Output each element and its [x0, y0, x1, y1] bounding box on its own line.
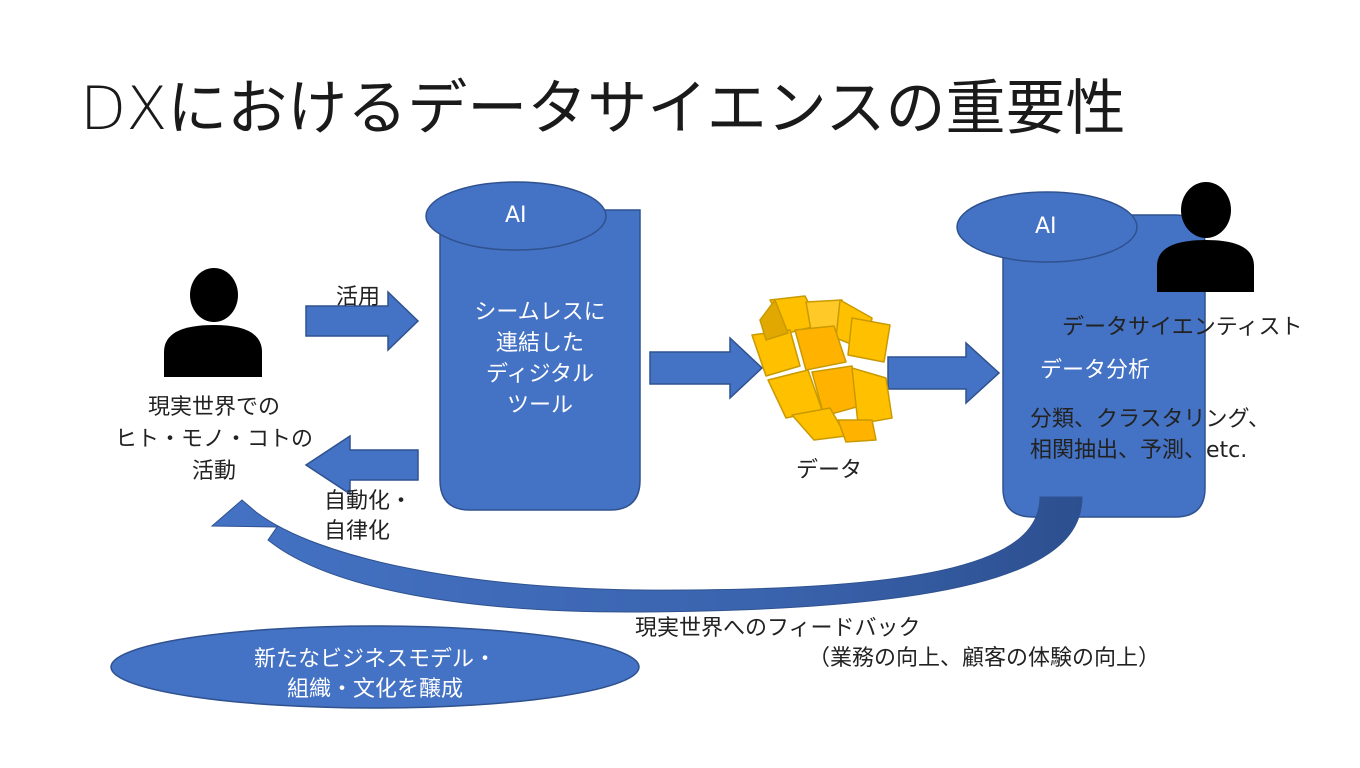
culture-ellipse: [110, 625, 640, 709]
left-actor-line: ヒト・モノ・コトの: [114, 427, 313, 452]
slide-title: DXにおけるデータサイエンスの重要性: [80, 74, 1126, 144]
methods-line: 分類、クラスタリング、: [1030, 407, 1271, 432]
left-actor-line: 活動: [191, 459, 236, 484]
culture-line: 新たなビジネスモデル・: [253, 647, 496, 672]
cylinder-left-body-text: シームレスに 連結した ディジタル ツール: [440, 297, 640, 421]
arrow-to-analysis: [887, 341, 1001, 405]
cylinder-left-line: ツール: [506, 393, 573, 418]
left-actor-line: 現実世界での: [147, 395, 280, 420]
methods-label: 分類、クラスタリング、 相関抽出、予測、etc.: [1030, 404, 1270, 466]
scientist-person-icon: [1157, 182, 1254, 292]
culture-line: 組織・文化を醸成: [286, 677, 463, 702]
cylinder-left-line: 連結した: [495, 331, 584, 356]
culture-text: 新たなビジネスモデル・ 組織・文化を醸成: [111, 645, 639, 705]
analysis-label: データ分析: [1040, 358, 1151, 383]
data-label: データ: [796, 458, 863, 483]
left-person-icon: [164, 268, 262, 377]
feedback-detail-label: （業務の向上、顧客の体験の向上）: [808, 646, 1161, 671]
cylinder-right-top: [956, 191, 1138, 263]
arrow-automation: [304, 434, 419, 496]
cylinder-left-line: ディジタル: [485, 362, 595, 387]
feedback-label: 現実世界へのフィードバック: [635, 616, 921, 641]
cylinder-left-line: シームレスに: [474, 300, 606, 325]
data-cubes-icon: [751, 295, 893, 443]
arrow-to-data: [649, 336, 764, 400]
cylinder-left-ai-label: AI: [505, 203, 527, 228]
use-label: 活用: [336, 285, 381, 310]
cylinder-left: [425, 181, 641, 511]
cylinder-right-ai-label: AI: [1035, 214, 1057, 239]
scientist-label: データサイエンティスト: [1062, 315, 1303, 340]
cylinder-left-top: [425, 181, 607, 251]
automation-line: 自動化・: [324, 489, 413, 514]
cylinder-left-body: [439, 209, 641, 511]
methods-line: 相関抽出、予測、etc.: [1030, 438, 1248, 463]
left-actor-label: 現実世界での ヒト・モノ・コトの 活動: [98, 392, 330, 488]
arrow-use: [305, 290, 420, 352]
automation-line: 自律化: [324, 519, 391, 544]
automation-label: 自動化・ 自律化: [324, 487, 412, 547]
feedback-curved-arrow: [210, 496, 1083, 613]
cylinder-right: [956, 191, 1206, 518]
